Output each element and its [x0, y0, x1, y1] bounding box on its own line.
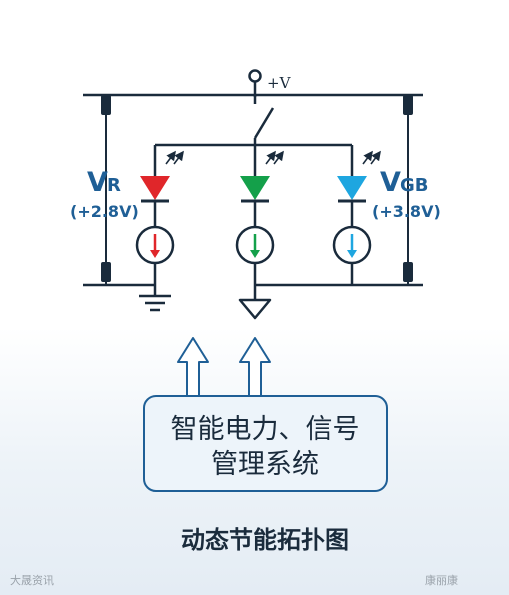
box-line-2: 管理系统 [211, 449, 319, 480]
vgb-label: V GB (+3.8V) [372, 167, 441, 221]
green-led [240, 176, 270, 200]
vgb-voltage: (+3.8V) [372, 202, 441, 221]
blue-led [337, 176, 367, 200]
hollow-arrow-right [239, 337, 271, 397]
output-node-triangle [238, 298, 272, 320]
watermark-right: 康丽康 [425, 573, 458, 587]
red-led [140, 176, 170, 200]
blue-led-light-arrows [362, 150, 381, 165]
supply-label: +V [267, 74, 292, 92]
hollow-arrow-left [177, 337, 209, 397]
vr-main: V [87, 167, 108, 198]
ground-symbol [139, 294, 171, 312]
blue-led-branch [332, 145, 381, 285]
green-led-light-arrows [265, 150, 284, 165]
vr-voltage: (+2.8V) [70, 202, 139, 221]
supply-terminal: +V [248, 69, 292, 97]
vr-sub: R [107, 175, 121, 196]
red-led-light-arrows [165, 150, 184, 165]
left-voltage-marker [101, 95, 111, 285]
vgb-main: V [380, 167, 401, 198]
red-led-branch [135, 145, 184, 296]
power-switch [253, 95, 275, 145]
box-line-1: 智能电力、信号 [171, 414, 360, 445]
green-led-branch [235, 145, 284, 300]
diagram-caption: 动态节能拓扑图 [181, 526, 349, 554]
management-system-box: 智能电力、信号 管理系统 [143, 395, 388, 492]
watermark-left: 大晟资讯 [10, 573, 54, 587]
vr-label: V R (+2.8V) [70, 167, 139, 221]
vgb-sub: GB [400, 175, 429, 196]
right-voltage-marker [403, 95, 413, 285]
